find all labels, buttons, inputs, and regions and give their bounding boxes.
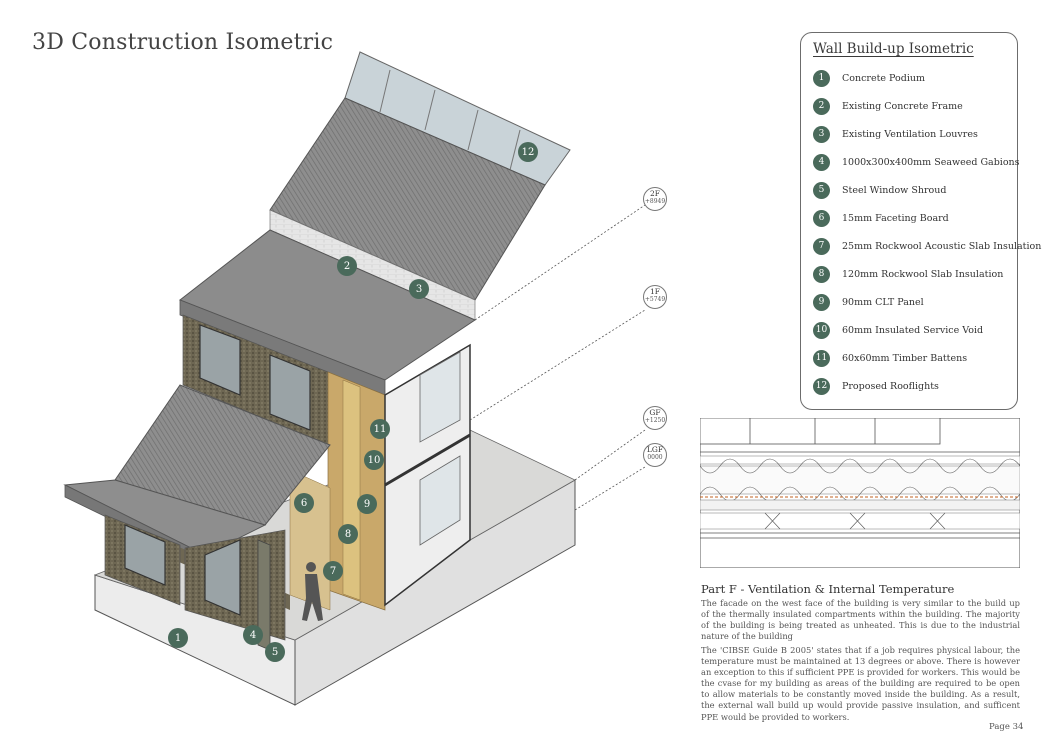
- level-label: 1F: [650, 287, 660, 296]
- section-heading: Part F - Ventilation & Internal Temperat…: [701, 582, 955, 596]
- body-paragraph: The 'CIBSE Guide B 2005' states that if …: [701, 645, 1020, 722]
- legend-number: 8: [813, 265, 830, 283]
- legend-label: 1000x300x400mm Seaweed Gabions: [842, 156, 1020, 168]
- level-tag-1f: 1F +5749: [643, 285, 667, 309]
- drawing-badge-6: 6: [294, 493, 314, 513]
- wall-section-detail: [700, 418, 1020, 568]
- drawing-badge-7: 7: [323, 561, 343, 581]
- legend-label: Steel Window Shroud: [842, 184, 947, 196]
- drawing-badge-5: 5: [265, 642, 285, 662]
- level-tag-2f: 2F +8949: [643, 187, 667, 211]
- legend-item: 5 Steel Window Shroud: [813, 181, 946, 199]
- drawing-badge-4: 4: [243, 625, 263, 645]
- legend-title: Wall Build-up Isometric: [813, 41, 974, 57]
- legend-number: 12: [813, 377, 830, 395]
- legend-label: 15mm Faceting Board: [842, 212, 949, 224]
- level-tag-lgf: LGF 0000: [643, 443, 667, 467]
- legend-item: 3 Existing Ventilation Louvres: [813, 125, 978, 143]
- level-label: LGF: [646, 445, 664, 454]
- drawing-badge-10: 10: [364, 450, 384, 470]
- isometric-drawing: [63, 51, 646, 706]
- legend-item: 9 90mm CLT Panel: [813, 293, 924, 311]
- legend-item: 2 Existing Concrete Frame: [813, 97, 963, 115]
- level-height: 0000: [647, 454, 663, 461]
- legend-number: 4: [813, 153, 830, 171]
- page-title: 3D Construction Isometric: [32, 30, 334, 55]
- legend-label: Proposed Rooflights: [842, 380, 939, 392]
- level-label: 2F: [650, 189, 660, 198]
- drawing-badge-12: 12: [518, 142, 538, 162]
- legend-label: 90mm CLT Panel: [842, 296, 924, 308]
- legend-label: 25mm Rockwool Acoustic Slab Insulation: [842, 240, 1042, 252]
- legend-number: 3: [813, 125, 830, 143]
- legend-number: 7: [813, 237, 830, 255]
- drawing-badge-3: 3: [409, 279, 429, 299]
- level-height: +8949: [644, 198, 666, 205]
- body-paragraph: The facade on the west face of the build…: [701, 598, 1020, 642]
- legend-item: 10 60mm Insulated Service Void: [813, 321, 983, 339]
- drawing-badge-11: 11: [370, 419, 390, 439]
- legend-number: 1: [813, 69, 830, 87]
- legend-label: Concrete Podium: [842, 72, 926, 84]
- legend-number: 6: [813, 209, 830, 227]
- level-height: +1250: [644, 417, 666, 424]
- legend-item: 7 25mm Rockwool Acoustic Slab Insulation: [813, 237, 1041, 255]
- legend-label: 60x60mm Timber Battens: [842, 352, 968, 364]
- drawing-badge-1: 1: [168, 628, 188, 648]
- legend-label: Existing Ventilation Louvres: [842, 128, 978, 140]
- legend-item: 4 1000x300x400mm Seaweed Gabions: [813, 153, 1020, 171]
- drawing-badge-8: 8: [338, 524, 358, 544]
- legend-number: 11: [813, 349, 830, 367]
- legend-item: 1 Concrete Podium: [813, 69, 925, 87]
- level-tag-gf: GF +1250: [643, 406, 667, 430]
- legend-number: 2: [813, 97, 830, 115]
- legend-item: 8 120mm Rockwool Slab Insulation: [813, 265, 1003, 283]
- legend-item: 12 Proposed Rooflights: [813, 377, 939, 395]
- level-label: GF: [649, 408, 661, 417]
- page-number: Page 34: [989, 722, 1024, 732]
- legend-label: 120mm Rockwool Slab Insulation: [842, 268, 1004, 280]
- legend-item: 11 60x60mm Timber Battens: [813, 349, 967, 367]
- legend-label: 60mm Insulated Service Void: [842, 324, 984, 336]
- legend-item: 6 15mm Faceting Board: [813, 209, 949, 227]
- legend-number: 10: [813, 321, 830, 339]
- drawing-badge-9: 9: [357, 494, 377, 514]
- legend-panel: Wall Build-up Isometric 1 Concrete Podium…: [800, 32, 1041, 410]
- level-height: +5749: [644, 296, 666, 303]
- legend-number: 9: [813, 293, 830, 311]
- drawing-badge-2: 2: [337, 256, 357, 276]
- legend-number: 5: [813, 181, 830, 199]
- legend-label: Existing Concrete Frame: [842, 100, 963, 112]
